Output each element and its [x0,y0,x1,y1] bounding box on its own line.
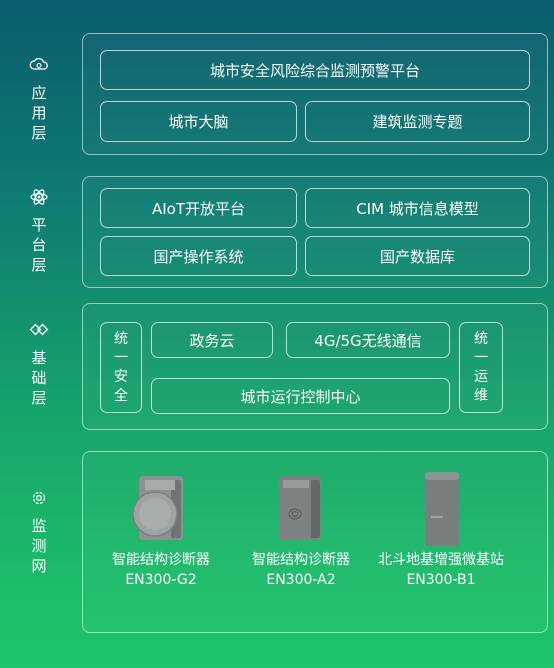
platform-layer-panel: AIoT开放平台 CIM 城市信息模型 国产操作系统 国产数据库 [82,176,548,288]
device-name: 智能结构诊断器 [112,552,210,568]
security-char: 统 [114,330,128,347]
ops-char: 运 [474,368,488,385]
domestic-os-box: 国产操作系统 [100,236,297,276]
device-model: EN300-B1 [406,572,476,588]
security-char: 一 [114,349,128,366]
beidou-base-station-image [425,472,459,546]
monitoring-layer-label: 监 测 网 [14,488,64,576]
device-model: EN300-G2 [125,572,197,588]
wireless-network-box: 4G/5G无线通信 [286,322,450,358]
layer-char: 测 [31,537,47,555]
layer-char: 层 [31,124,47,142]
ops-char: 一 [474,349,488,366]
device-name: 北斗地基增强微基站 [378,552,504,568]
cloud-gear-icon [29,57,48,70]
monitoring-layer-panel [82,451,548,633]
layer-char: 网 [31,557,47,575]
building-monitoring-box: 建筑监测专题 [305,101,530,142]
gear-icon [32,491,46,505]
structural-diagnoser-a2-image [279,476,321,540]
device-en300-b1: 北斗地基增强微基站 EN300-B1 [366,470,516,590]
gov-cloud-box: 政务云 [151,322,273,358]
layer-char: 基 [31,349,47,367]
foundation-layer-panel: 统 一 安 全 政务云 4G/5G无线通信 统 一 运 维 城市运行控制中心 [82,303,548,430]
device-name: 智能结构诊断器 [252,552,350,568]
platform-layer-label: 平 台 层 [14,187,64,275]
device-en300-g2: 智能结构诊断器 EN300-G2 [86,470,236,590]
aiot-platform-box: AIoT开放平台 [100,188,297,228]
foundation-layer-label: 基 础 层 [14,320,64,408]
layer-char: 平 [31,216,47,234]
risk-warning-platform-box: 城市安全风险综合监测预警平台 [100,50,530,90]
layer-char: 台 [31,236,47,254]
layer-char: 层 [31,256,47,274]
layer-char: 应 [31,84,47,102]
structural-diagnoser-g2-image [132,476,183,540]
application-layer-label: 应 用 层 [14,55,64,143]
layer-char: 础 [31,369,47,387]
unified-ops-box: 统 一 运 维 [459,322,503,413]
city-brain-box: 城市大脑 [100,101,297,142]
unified-security-box: 统 一 安 全 [100,322,142,413]
cim-model-box: CIM 城市信息模型 [305,188,530,228]
layer-char: 层 [31,389,47,407]
security-char: 全 [114,387,128,404]
control-center-box: 城市运行控制中心 [151,378,450,414]
layer-char: 用 [31,104,47,122]
layer-char: 监 [31,517,47,535]
ops-char: 维 [474,387,488,404]
device-model: EN300-A2 [266,572,336,588]
atom-icon [30,189,48,205]
ops-char: 统 [474,330,488,347]
application-layer-panel: 城市安全风险综合监测预警平台 城市大脑 建筑监测专题 [82,33,548,155]
security-char: 安 [114,368,128,385]
diamond-link-icon [29,323,49,336]
domestic-db-box: 国产数据库 [305,236,530,276]
device-en300-a2: 智能结构诊断器 EN300-A2 [226,470,376,590]
